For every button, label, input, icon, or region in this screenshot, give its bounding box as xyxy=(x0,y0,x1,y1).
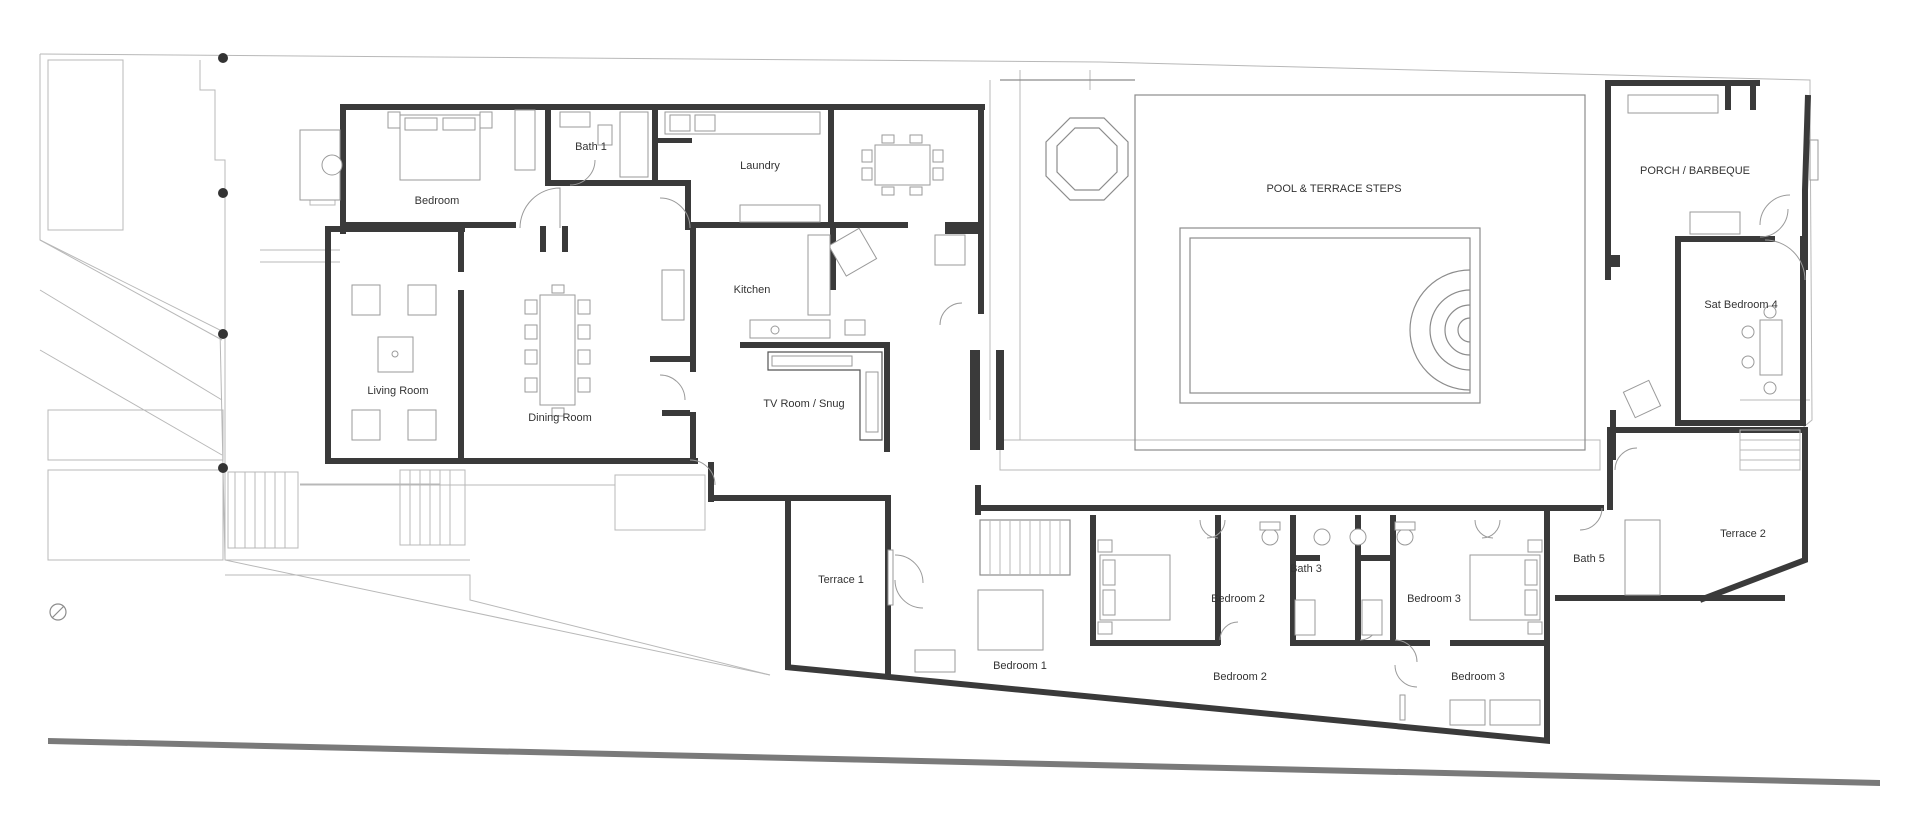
label-bath-3: Bath 3 xyxy=(1290,563,1322,575)
label-bedroom-3-upper: Bedroom 3 xyxy=(1407,593,1461,605)
label-living-room: Living Room xyxy=(367,385,428,397)
label-terrace-2: Terrace 2 xyxy=(1720,528,1766,540)
boundary-road xyxy=(48,738,1880,786)
room-labels: Bedroom Bath 1 Laundry Kitchen Living Ro… xyxy=(367,141,1777,683)
label-bedroom: Bedroom xyxy=(415,195,460,207)
label-bath-5: Bath 5 xyxy=(1573,553,1605,565)
label-bedroom-2-upper: Bedroom 2 xyxy=(1211,593,1265,605)
label-bedroom-2-lower: Bedroom 2 xyxy=(1213,671,1267,683)
label-bath1: Bath 1 xyxy=(575,141,607,153)
label-bedroom-3-lower: Bedroom 3 xyxy=(1451,671,1505,683)
label-tv-room: TV Room / Snug xyxy=(763,398,844,410)
label-dining-room: Dining Room xyxy=(528,412,592,424)
label-sat-bedroom-4: Sat Bedroom 4 xyxy=(1704,299,1777,311)
label-laundry: Laundry xyxy=(740,160,780,172)
label-terrace-1: Terrace 1 xyxy=(818,574,864,586)
label-pool: POOL & TERRACE STEPS xyxy=(1266,183,1401,195)
pool-area xyxy=(1000,79,1586,451)
furniture xyxy=(299,94,1819,726)
label-porch: PORCH / BARBEQUE xyxy=(1640,165,1750,177)
label-kitchen: Kitchen xyxy=(734,284,771,296)
label-bedroom-1: Bedroom 1 xyxy=(993,660,1047,672)
site-outline xyxy=(39,53,1813,676)
